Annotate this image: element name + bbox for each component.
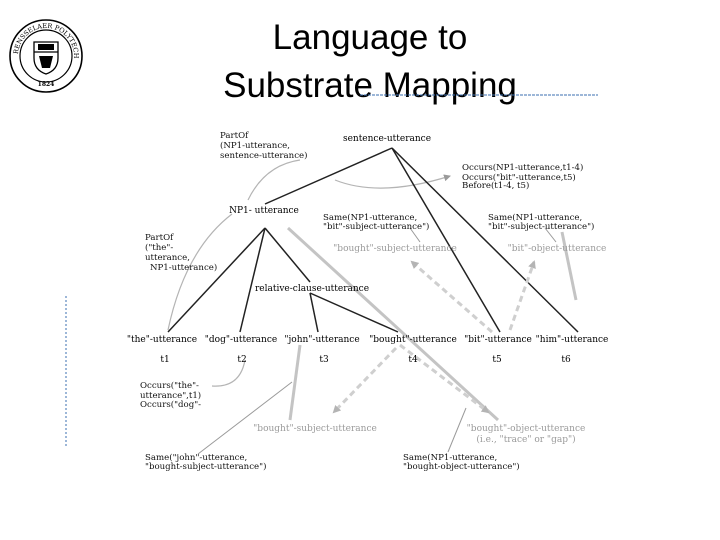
occurs-np1-arc [334,174,451,189]
time-label-t6: t6 [561,355,571,365]
annotation-occurs-np1: Occurs(NP1-utterance,t1-4) Occurs("bit"-… [462,162,586,191]
annotation-occurs-the: Occurs("the"- utterance",t1) Occurs("dog… [140,380,204,410]
annotation-same-np1-bit: Same(NP1-utterance, "bit"-subject-uttera… [323,212,429,232]
title-line-2: Substrate Mapping [223,66,517,105]
annotation-partof-np1: PartOf (NP1-utterance, sentence-utteranc… [220,131,307,161]
rpi-seal-logo: RENSSELAER POLYTECHNIC INSTITUTE 1824 [8,18,83,93]
node-bit-object: "bit"-object-utterance [508,244,607,254]
time-label-t1: t1 [160,355,169,365]
node-np1-utterance: NP1- utterance [229,206,299,216]
slide-title: Language to Substrate Mapping [160,14,580,110]
node-bought-object-note: (i.e., "trace" or "gap") [476,434,575,445]
node-bought-subject-upper: "bought"-subject-utterance [333,244,457,254]
annotation-same-john: Same("john"-utterance, "bought-subject-u… [145,452,266,472]
time-label-t3: t3 [319,355,329,365]
node-the-utterance: "the"-utterance [127,335,197,345]
partof-np1-arc [247,159,301,201]
annotation-same-np1-bought-object: Same(NP1-utterance, "bought-object-utter… [403,452,520,472]
node-bought-object: "bought"-object-utterance [467,424,586,434]
node-john-utterance: "john"-utterance [284,335,359,345]
annotation-same-np1-bit-object: Same(NP1-utterance, "bit"-subject-uttera… [488,212,594,232]
title-line-1: Language to [272,18,468,57]
annotation-pointers [197,227,557,455]
time-label-t5: t5 [492,355,502,365]
node-him-utterance: "him"-utterance [536,335,609,345]
node-bought-subject-lower: "bought"-subject-utterance [253,424,377,434]
parse-tree-edges [167,147,579,333]
mapping-dashed-arrows [332,260,536,414]
node-sentence-utterance: sentence-utterance [343,134,431,144]
annotation-partof-the: PartOf ("the"- utterance, NP1-utterance) [145,233,217,273]
same-links [286,226,578,422]
occurs-the-arc [211,359,246,387]
time-label-t2: t2 [237,355,246,365]
partof-the-arc [167,213,233,331]
node-dog-utterance: "dog"-utterance [205,335,277,345]
seal-year: 1824 [38,81,55,88]
node-bought-utterance: "bought"-utterance [369,335,457,345]
node-bit-utterance: "bit"-utterance [464,335,532,345]
node-relative-clause-utterance: relative-clause-utterance [255,284,369,294]
time-label-t4: t4 [408,355,418,365]
